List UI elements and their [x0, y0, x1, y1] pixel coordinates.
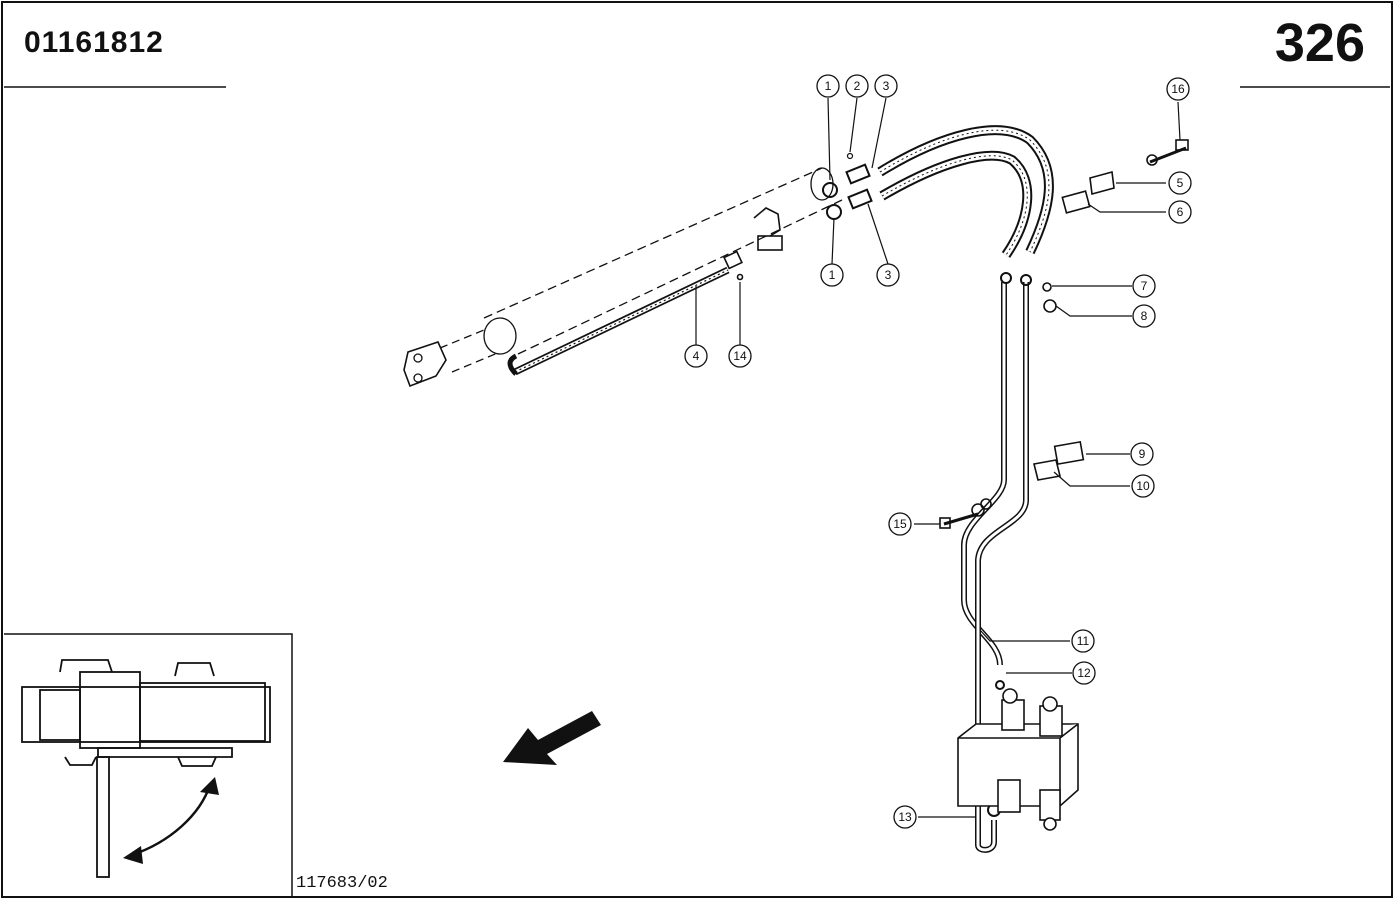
callout-label: 15 [893, 517, 907, 531]
callout-label: 12 [1077, 666, 1091, 680]
callout-label: 13 [898, 810, 912, 824]
callout-label: 7 [1141, 279, 1148, 293]
callout-2: 2 [845, 74, 869, 98]
hose-4 [507, 250, 743, 376]
page-number: 326 [1274, 13, 1365, 73]
drawing-reference: 117683/02 [296, 874, 388, 893]
callout-label: 6 [1177, 205, 1184, 219]
callout-label: 11 [1077, 634, 1090, 648]
callout-9: 9 [1130, 442, 1154, 466]
callout-12: 12 [1072, 661, 1096, 685]
callout-16: 16 [1166, 77, 1190, 101]
clamp-hardware [736, 139, 1189, 529]
callout-label: 2 [854, 79, 861, 93]
callout-label: 9 [1139, 447, 1146, 461]
callout-label: 4 [693, 349, 700, 363]
callout-8: 8 [1132, 304, 1156, 328]
hose-3-pair [822, 125, 1054, 258]
callout-5: 5 [1168, 171, 1192, 195]
callout-label: 10 [1136, 479, 1150, 493]
callout-4: 4 [684, 344, 708, 368]
locator-inset [4, 633, 293, 897]
hydraulic-cylinder [403, 167, 843, 388]
callout-label: 14 [733, 349, 747, 363]
callout-3-top: 3 [874, 74, 898, 98]
callout-3-bottom: 3 [876, 263, 900, 287]
callout-label: 1 [829, 268, 836, 282]
callout-11: 11 [1071, 629, 1095, 653]
control-valve-block [957, 688, 1079, 831]
callout-label: 5 [1177, 176, 1184, 190]
part-number: 01161812 [24, 26, 164, 59]
direction-arrow [503, 711, 601, 765]
callout-10: 10 [1131, 474, 1155, 498]
callout-label: 3 [885, 268, 892, 282]
callout-6: 6 [1168, 200, 1192, 224]
callout-label: 16 [1171, 82, 1185, 96]
callout-14: 14 [728, 344, 752, 368]
callout-1-bottom: 1 [820, 263, 844, 287]
callout-label: 1 [825, 79, 832, 93]
rigid-pipes [961, 272, 1032, 853]
callout-label: 8 [1141, 309, 1148, 323]
leader-lines [695, 97, 1181, 818]
callout-15: 15 [888, 512, 912, 536]
callout-13: 13 [893, 805, 917, 829]
callout-label: 3 [883, 79, 890, 93]
callout-1-top: 1 [816, 74, 840, 98]
callout-7: 7 [1132, 274, 1156, 298]
